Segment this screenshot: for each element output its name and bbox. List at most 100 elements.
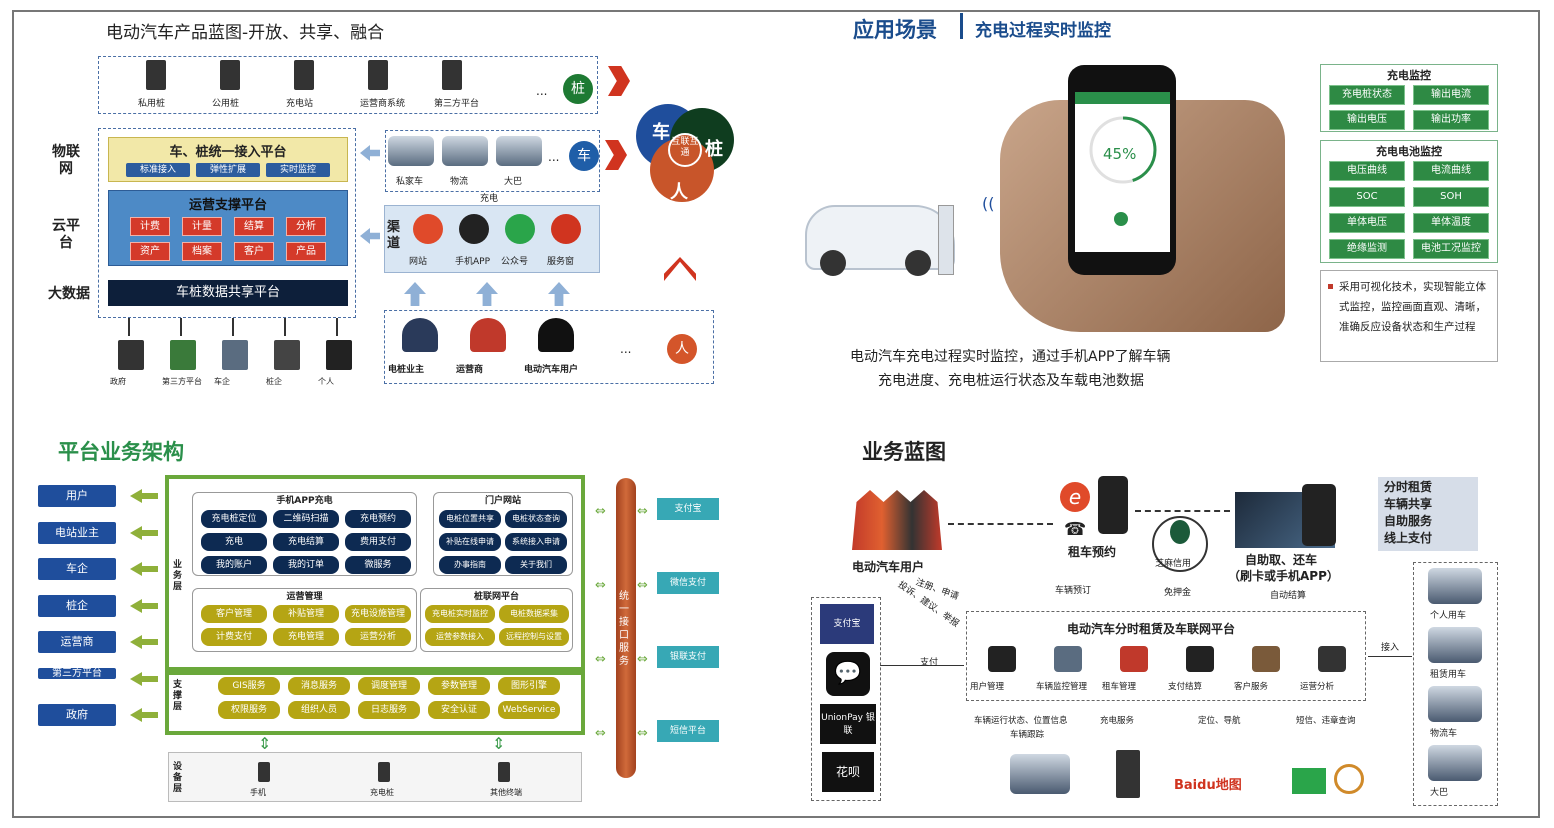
support-item: WebService (498, 701, 560, 719)
ops-mgmt-item: 补贴管理 (273, 605, 339, 623)
car-thumb (496, 136, 542, 166)
user-role: 用户 (38, 485, 116, 507)
tr-title-a: 应用场景 (853, 18, 937, 42)
ellipsis: ... (536, 84, 548, 98)
pile-icon (294, 60, 314, 90)
bottom-label: 车辆运行状态、位置信息 (974, 716, 1068, 726)
leftright-arrow-icon: ⇔ (595, 726, 606, 741)
vehicle-label: 租赁用车 (1430, 670, 1467, 680)
dev-layer (168, 752, 582, 802)
wechat-logo: 💬 (826, 652, 870, 696)
ops-item: 资产 (130, 242, 170, 261)
platform-item-label: 运营分析 (1300, 682, 1335, 692)
arrow-up-icon (476, 282, 498, 306)
user-role: 电站业主 (38, 521, 116, 544)
stakeholder-label: 第三方平台 (162, 377, 202, 386)
app-item: 微服务 (345, 556, 411, 574)
ie-icon: e (1060, 482, 1090, 512)
bullet-item: 自助服务 (1384, 514, 1433, 528)
phone-button[interactable] (1114, 212, 1128, 226)
pile-label: 私用桩 (138, 99, 166, 109)
ops-group: 运营管理 客户管理补贴管理充电设施管理计费支付充电管理运营分析 (192, 588, 417, 652)
support-item: 参数管理 (428, 677, 490, 695)
app-item: 我的订单 (273, 556, 339, 574)
pile-label: 运营商系统 (360, 99, 406, 109)
venn-car: 车 (652, 122, 670, 143)
baidu-map-logo: Baidu地图 (1174, 778, 1242, 793)
app-item: 充电桩定位 (201, 510, 267, 528)
channel-icon (413, 214, 443, 244)
arrow-left-icon (130, 708, 142, 722)
car-service-icon (1334, 764, 1364, 794)
bullet-item: 分时租赁 (1384, 480, 1433, 494)
channel-label: 服务窗 (547, 257, 575, 267)
support-item: 日志服务 (358, 701, 420, 719)
arrow-left-icon (142, 602, 158, 609)
pile-icon (146, 60, 166, 90)
monitor-item: 充电桩状态 (1329, 85, 1405, 105)
app-item: 二维码扫描 (273, 510, 339, 528)
rental-platform (966, 611, 1366, 701)
arrow-left-icon (130, 635, 142, 649)
access-platform: 车、桩统一接入平台 标准接入弹性扩展实时监控 (108, 137, 348, 182)
bottom-label: 定位、导航 (1198, 716, 1241, 726)
arrow-left-icon (142, 712, 158, 718)
ops-mgmt-item: 客户管理 (201, 605, 267, 623)
label-cloud: 云平台 (52, 218, 80, 251)
platform-icon (1120, 646, 1148, 672)
people-icon (470, 318, 506, 352)
app-item: 充电 (201, 533, 267, 551)
label-bigdata: 大数据 (48, 286, 90, 302)
users-image (852, 490, 942, 550)
device-icon (378, 762, 390, 782)
chevron-right-icon (608, 66, 630, 96)
leftright-arrow-icon: ⇔ (595, 504, 606, 519)
pile-icon (442, 60, 462, 90)
bl-title: 平台业务架构 (58, 440, 184, 464)
monitor-item: SOC (1329, 187, 1405, 207)
vehicle-label: 物流车 (1430, 729, 1458, 739)
channel-icon (505, 214, 535, 244)
external-service: 银联支付 (657, 646, 719, 668)
stakeholder-icon (222, 340, 248, 370)
vehicle-box (1413, 562, 1498, 806)
pile-label: 公用桩 (212, 99, 240, 109)
ops-item: 分析 (286, 217, 326, 236)
bullet-item: 车辆共享 (1384, 497, 1433, 511)
portal-item: 办事指南 (439, 556, 501, 574)
app-group: 手机APP充电 充电桩定位二维码扫描充电预约充电充电结算费用支付我的账户我的订单… (192, 492, 417, 576)
stakeholder-icon (326, 340, 352, 370)
monitor-item: 输出电压 (1329, 110, 1405, 130)
vehicle-image (1428, 627, 1482, 663)
monitor-item: 输出功率 (1413, 110, 1489, 130)
car-thumb (442, 136, 488, 166)
car-label: 物流 (450, 177, 469, 187)
pile-label: 第三方平台 (434, 99, 480, 109)
br-title: 业务蓝图 (862, 440, 946, 464)
platform-icon (988, 646, 1016, 672)
vehicle-image (1428, 745, 1482, 781)
leftright-arrow-icon: ⇔ (637, 652, 648, 667)
support-item: GIS服务 (218, 677, 280, 695)
ops-item: 结算 (234, 217, 274, 236)
label-iot: 物联网 (52, 144, 80, 177)
support-item: 安全认证 (428, 701, 490, 719)
telephone-icon: ☎ (1064, 519, 1087, 540)
ops-item: 客户 (234, 242, 274, 261)
app-item: 充电预约 (345, 510, 411, 528)
venn-center: 互联互通 (671, 137, 699, 158)
platform-item-label: 支付结算 (1168, 682, 1203, 692)
car-row (385, 130, 600, 192)
unionpay-logo: UnionPay 银联 (820, 704, 876, 744)
charger-image (938, 205, 954, 275)
phone-icon (1098, 476, 1128, 534)
user-role: 运营商 (38, 631, 116, 653)
interface-label: 统一接口服务 (619, 591, 629, 667)
arrow-left-icon (130, 598, 142, 613)
ops-mgmt-item: 充电管理 (273, 628, 339, 646)
down-arrow (284, 318, 286, 336)
chevron-right-icon (605, 140, 627, 170)
down-arrow (180, 318, 182, 336)
venn-diagram (636, 104, 734, 202)
